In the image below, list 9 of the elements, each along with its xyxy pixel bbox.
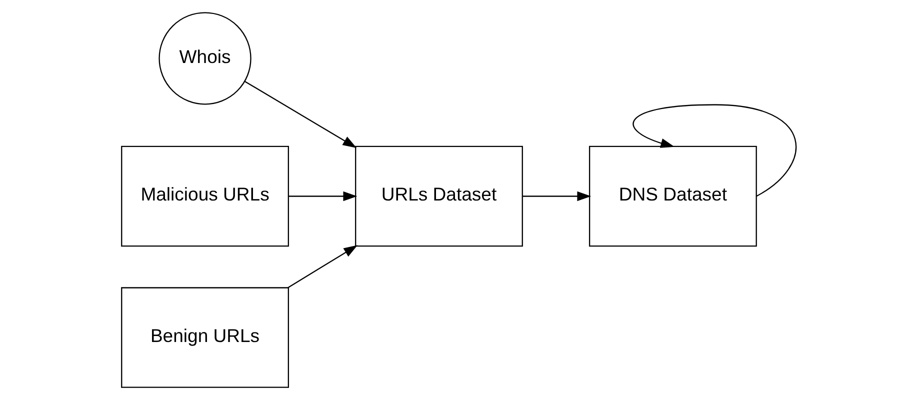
arrow — [522, 191, 591, 202]
node-circle: Whois — [158, 12, 251, 105]
node-box: Benign URLs — [120, 287, 288, 388]
node-box: DNS Dataset — [588, 146, 756, 247]
arrow — [287, 245, 358, 288]
node-box: Malicious URLs — [120, 146, 288, 247]
node-box: URLs Dataset — [354, 146, 522, 247]
arrow — [244, 80, 356, 148]
arrow — [288, 191, 357, 202]
